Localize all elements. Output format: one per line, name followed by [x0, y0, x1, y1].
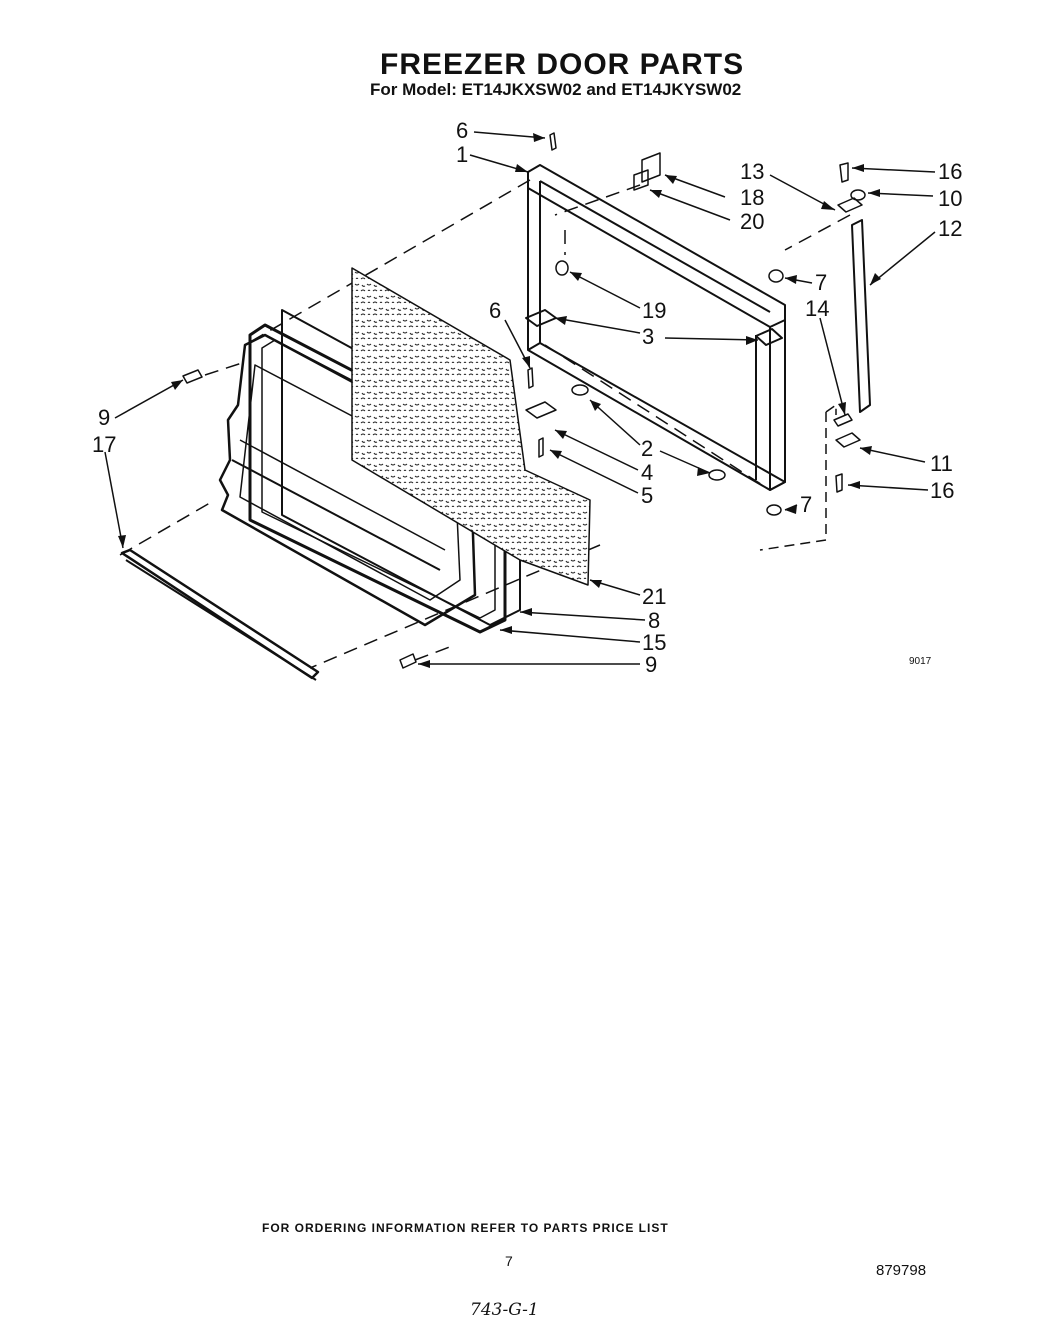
door-frame [527, 164, 786, 491]
callout-label: 3 [642, 324, 654, 349]
leader-lines [104, 131, 936, 665]
callout-label: 14 [805, 296, 829, 321]
callout-label: 6 [489, 298, 501, 323]
drawing-code: 9017 [909, 656, 932, 667]
callout-label: 12 [938, 216, 962, 241]
callout-label: 15 [642, 630, 666, 655]
callout-label: 8 [648, 608, 660, 633]
callout-label: 21 [642, 584, 666, 609]
page-title: FREEZER DOOR PARTS [380, 48, 745, 81]
callout-labels: 6 1 18 20 13 16 10 12 7 19 6 3 14 9 17 2… [92, 118, 962, 677]
callout-label: 17 [92, 432, 116, 457]
callout-label: 9 [645, 652, 657, 677]
foam-insulation [351, 267, 591, 586]
callout-label: 7 [800, 492, 812, 517]
callout-label: 18 [740, 185, 764, 210]
model-subtitle: For Model: ET14JKXSW02 and ET14JKYSW02 [370, 80, 742, 99]
door-trim-strip [120, 548, 320, 680]
callout-label: 10 [938, 186, 962, 211]
exploded-parts-diagram: 6 1 18 20 13 16 10 12 7 19 6 3 14 9 17 2… [92, 118, 962, 681]
door-handle [851, 219, 871, 413]
callout-label: 7 [815, 270, 827, 295]
callout-label: 13 [740, 159, 764, 184]
callout-label: 6 [456, 118, 468, 143]
callout-label: 11 [930, 451, 953, 476]
callout-label: 4 [641, 460, 653, 485]
document-number: 879798 [876, 1262, 927, 1279]
callout-label: 19 [642, 298, 666, 323]
page-number: 7 [505, 1253, 513, 1269]
callout-label: 16 [930, 478, 954, 503]
arrowheads [118, 133, 881, 668]
callout-label: 20 [740, 209, 764, 234]
callout-label: 1 [456, 142, 468, 167]
ordering-info-note: FOR ORDERING INFORMATION REFER TO PARTS … [262, 1221, 669, 1235]
callout-label: 2 [641, 436, 653, 461]
handwritten-note: 743-G-1 [470, 1300, 539, 1320]
callout-label: 5 [641, 483, 653, 508]
callout-label: 9 [98, 405, 110, 430]
hinge-plate-outline [759, 404, 837, 551]
callout-label: 16 [938, 159, 962, 184]
screws [182, 132, 866, 669]
hinge-bracket-right [755, 328, 783, 346]
